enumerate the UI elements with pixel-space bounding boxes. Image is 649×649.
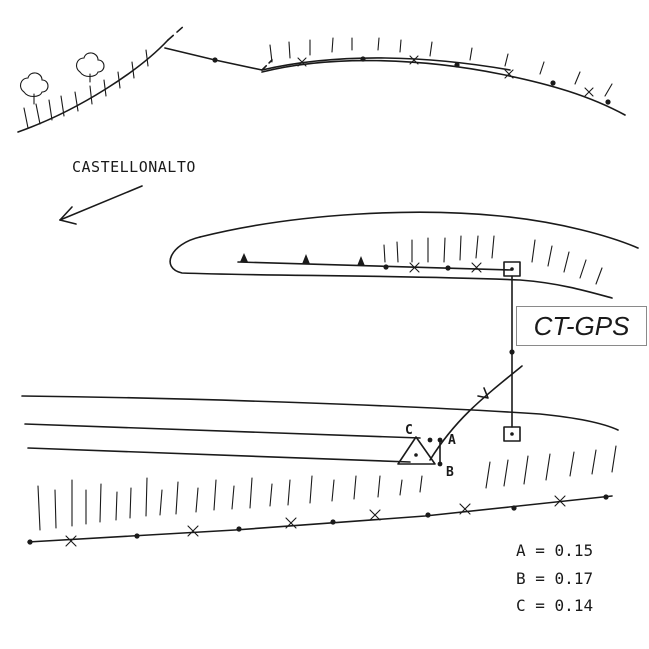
middle-ridge bbox=[169, 211, 639, 299]
direction-arrow-icon bbox=[59, 185, 143, 225]
legend-row-c: C = 0.14 bbox=[516, 596, 593, 615]
station-marker-icon bbox=[503, 426, 521, 442]
gps-station-text: CT-GPS bbox=[533, 310, 630, 341]
station-connector bbox=[503, 275, 521, 442]
lower-road bbox=[21, 395, 619, 463]
top-hillside bbox=[17, 24, 626, 133]
legend-row-a: A = 0.15 bbox=[516, 541, 593, 560]
measurement-legend: A = 0.15 B = 0.17 C = 0.14 bbox=[516, 541, 593, 615]
survey-triangle-icon bbox=[397, 436, 443, 467]
slope-arrow-icon bbox=[429, 365, 523, 461]
gps-station-label: CT-GPS bbox=[516, 306, 647, 346]
legend-row-b: B = 0.17 bbox=[516, 569, 593, 588]
bottom-hillside bbox=[27, 445, 617, 547]
tree-icon bbox=[75, 52, 105, 83]
point-label-a: A bbox=[448, 433, 456, 448]
point-label-b: B bbox=[446, 465, 454, 480]
point-label-c: C bbox=[405, 423, 413, 438]
town-label: CASTELLONALTO bbox=[72, 158, 196, 176]
tree-icon bbox=[19, 72, 49, 105]
